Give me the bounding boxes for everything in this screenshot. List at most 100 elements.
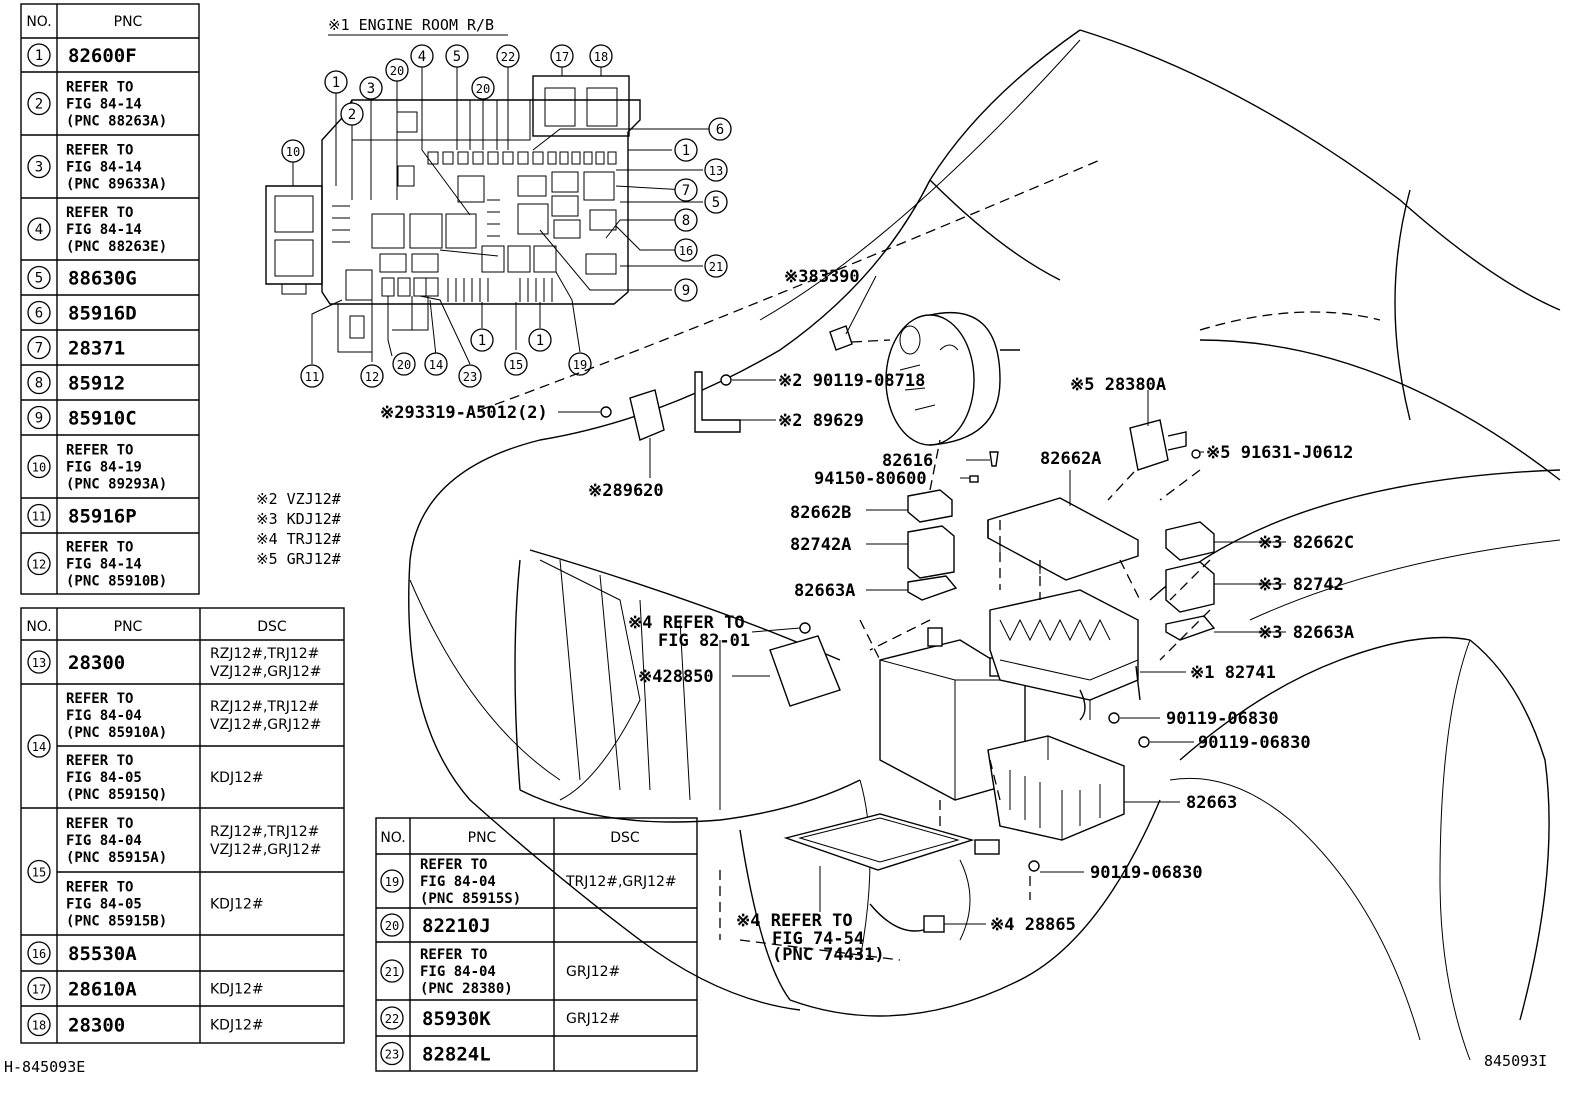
svg-text:9: 9 [682,283,690,299]
part-label: ※293319-A5012(2) [380,403,548,423]
dsc-cell: RZJ12#,TRJ12# [210,699,319,715]
row-number-badge: 11 [27,503,51,528]
leader-lines [558,275,1286,961]
part-label: ※383390 [784,267,860,287]
table3-header-pnc: PNC [468,830,497,846]
svg-text:3: 3 [367,81,375,97]
svg-text:1: 1 [682,143,690,159]
part-label: ※289620 [588,481,664,501]
pnc-cell: FIG 84-05 [66,897,142,913]
part-label: FIG 82-01 [658,631,750,651]
row-number-badge: 15 [27,859,51,884]
svg-text:2: 2 [35,97,43,113]
relay-block-callout: 7 [674,178,698,202]
svg-text:23: 23 [385,1048,399,1062]
svg-text:20: 20 [385,919,399,933]
part-label: ※3 82663A [1258,623,1354,643]
pnc-cell: 85530A [68,943,137,965]
dsc-cell: RZJ12#,TRJ12# [210,824,319,840]
relay-block-callout: 18 [589,44,613,68]
part-label: 94150-80600 [814,469,927,489]
svg-text:6: 6 [716,122,724,138]
model-note: ※4 TRJ12# [256,530,341,548]
relay-block-callout: 4 [410,44,434,68]
svg-text:15: 15 [509,358,523,372]
svg-text:18: 18 [32,1019,46,1033]
relay-block-callout: 21 [704,254,728,278]
part-label: 82662A [1040,449,1101,469]
svg-text:10: 10 [286,145,300,159]
row-number-badge: 20 [380,913,404,937]
svg-text:7: 7 [35,341,43,357]
pnc-cell: REFER TO [66,443,133,459]
part-label: 82662B [790,503,851,523]
svg-text:14: 14 [429,358,443,372]
pnc-cell: FIG 84-04 [420,874,496,890]
relay-block-callout: 1 [470,328,494,352]
pnc-cell: REFER TO [66,540,133,556]
row-number-badge: 21 [380,959,404,983]
pnc-cell: REFER TO [66,816,133,832]
table2-header-dsc: DSC [257,619,287,635]
svg-text:10: 10 [32,461,46,475]
pnc-cell: 28371 [68,338,125,360]
part-label: 82663A [794,581,855,601]
part-label: ※5 91631-J0612 [1206,443,1353,463]
svg-text:21: 21 [709,260,723,274]
battery-insulator-plate [783,813,975,871]
row-number-badge: 6 [27,300,51,325]
relay-block-cover [987,497,1139,581]
part-label: 82616 [882,451,933,471]
svg-text:12: 12 [32,558,46,572]
part-label: (PNC 74431) [772,945,885,965]
svg-text:11: 11 [305,370,319,384]
table3-header-no: NO. [380,830,405,846]
relay-block-callout: 1 [528,328,552,352]
svg-text:5: 5 [453,49,461,65]
row-number-badge: 13 [27,650,51,674]
pnc-cell: REFER TO [420,947,487,963]
svg-text:1: 1 [332,75,340,91]
pnc-cell: FIG 84-04 [66,708,142,724]
model-notes: ※2 VZJ12# ※3 KDJ12# ※4 TRJ12# ※5 GRJ12# [256,490,341,568]
relay-block-callout: 1 [324,70,348,94]
relay-block-callout: 17 [550,44,574,68]
relay-block-callout: 20 [385,58,409,82]
svg-text:22: 22 [385,1012,399,1026]
row-number-badge: 4 [27,217,51,241]
dsc-cell: VZJ12#,GRJ12# [210,664,322,680]
svg-text:16: 16 [679,244,693,258]
pnc-cell: (PNC 89633A) [66,177,167,193]
dsc-cell: KDJ12# [210,770,264,786]
pnc-cell: 28300 [68,652,125,674]
pnc-cell: FIG 84-04 [420,964,496,980]
relay-block-callout: 20 [471,76,495,100]
pnc-cell: FIG 84-14 [66,97,142,113]
relay-block-callout: 23 [458,364,482,388]
pnc-cell: 88630G [68,268,137,290]
svg-text:20: 20 [390,64,404,78]
part-label: 82742A [790,535,851,555]
pnc-cell: (PNC 85915Q) [66,787,167,803]
relay-block-callout: 20 [392,352,416,376]
pnc-cell: 82210J [422,915,491,937]
part-label: 90119-06830 [1166,709,1279,729]
pnc-cell: FIG 84-04 [66,833,142,849]
svg-text:1: 1 [536,333,544,349]
relay-block-callout: 6 [708,117,732,141]
dsc-cell: KDJ12# [210,897,264,913]
row-number-badge: 22 [380,1006,404,1030]
table2-header-no: NO. [26,619,51,635]
row-number-badge: 12 [27,551,51,576]
pnc-cell: 85912 [68,373,125,395]
model-note: ※3 KDJ12# [256,510,341,528]
svg-text:1: 1 [478,333,486,349]
svg-text:19: 19 [573,358,587,372]
row-number-badge: 19 [380,869,404,893]
pnc-cell: 82824L [422,1044,491,1066]
row-number-badge: 18 [27,1012,51,1037]
pnc-cell: REFER TO [66,691,133,707]
pnc-cell: REFER TO [66,205,133,221]
